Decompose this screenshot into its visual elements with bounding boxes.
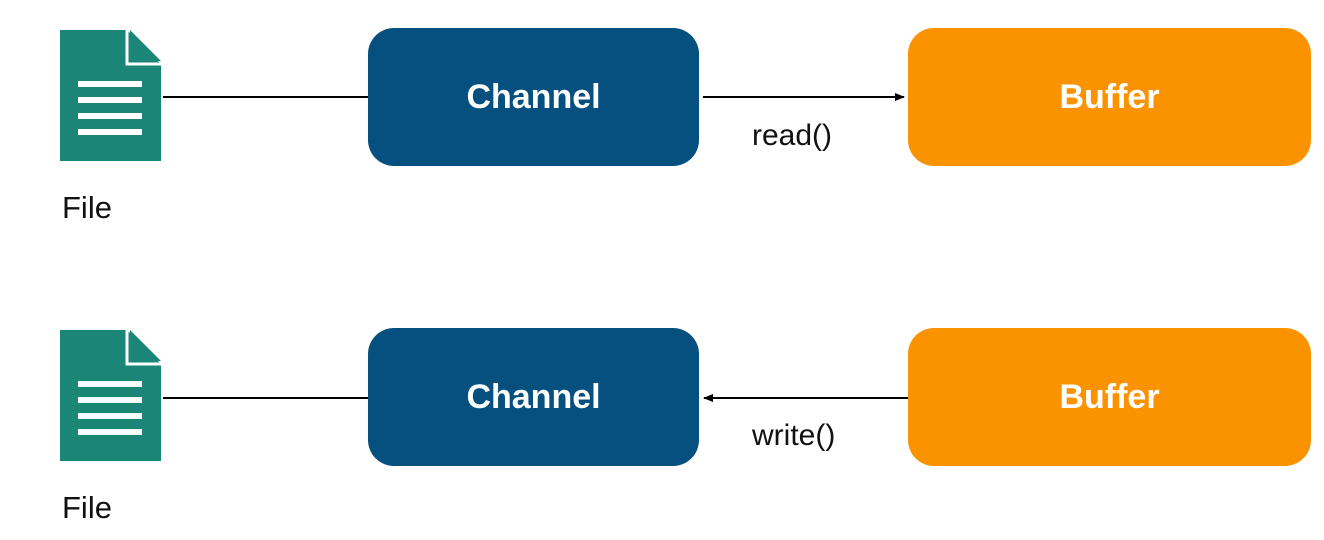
file-label: File xyxy=(62,190,112,225)
buffer-label: Buffer xyxy=(1059,377,1160,416)
write-label: write() xyxy=(752,419,836,452)
read-label: read() xyxy=(752,119,833,152)
buffer-node: Buffer xyxy=(908,28,1311,166)
file-icon xyxy=(60,30,161,161)
read-flow-connectors xyxy=(163,93,905,101)
read-flow-row: File Channel read() Buffer xyxy=(0,0,1324,240)
channel-label: Channel xyxy=(466,377,601,416)
buffer-label: Buffer xyxy=(1059,77,1160,116)
write-flow-row: File Channel write() Buffer xyxy=(0,300,1324,540)
channel-node: Channel xyxy=(368,328,699,466)
file-icon xyxy=(60,330,161,461)
file-label: File xyxy=(62,490,112,525)
write-flow-connectors xyxy=(163,394,908,402)
channel-label: Channel xyxy=(466,77,601,116)
channel-node: Channel xyxy=(368,28,699,166)
buffer-node: Buffer xyxy=(908,328,1311,466)
